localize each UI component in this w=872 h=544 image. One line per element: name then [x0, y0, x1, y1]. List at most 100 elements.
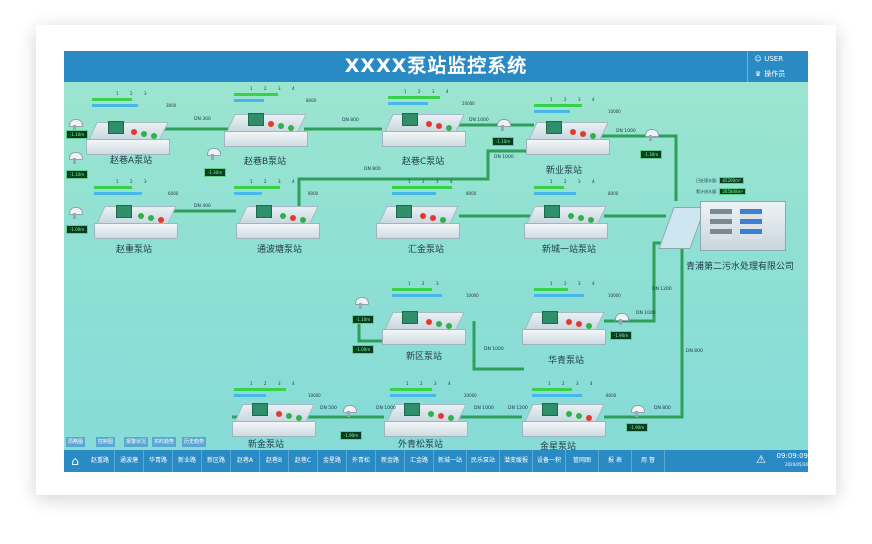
pump-stopped-icon[interactable] [280, 213, 286, 219]
level-sensor-icon[interactable] [354, 297, 369, 309]
level-sensor-icon[interactable] [630, 405, 645, 417]
station-zhaoxiang-c[interactable] [382, 111, 466, 147]
nav-item[interactable]: 汇金路 [405, 450, 434, 472]
sensor-stem [73, 158, 76, 164]
level-sensor-icon[interactable] [68, 207, 83, 219]
station-jinxing[interactable] [522, 401, 606, 437]
pump-stopped-icon[interactable] [286, 413, 292, 419]
view-button[interactable]: 控制图 [96, 437, 116, 447]
nav-item[interactable]: 报 表 [599, 450, 632, 472]
nav-item[interactable]: 赵重路 [86, 450, 115, 472]
user-panel[interactable]: ☺ USER ♛ 操作员 [747, 51, 808, 82]
nav-item[interactable]: 民乐泵站 [467, 450, 500, 472]
pump-running-icon[interactable] [580, 131, 586, 137]
nav-item[interactable]: 赵巷B [260, 450, 289, 472]
nav-item[interactable]: 新金路 [376, 450, 405, 472]
nav-item[interactable]: 潜变缓报 [500, 450, 533, 472]
level-sensor-icon[interactable] [206, 148, 221, 160]
station-xincheng1[interactable] [524, 203, 608, 239]
level-sensor-icon[interactable] [342, 405, 357, 417]
pump-stopped-icon[interactable] [278, 123, 284, 129]
pump-stopped-icon[interactable] [588, 217, 594, 223]
nav-item[interactable]: 赵巷C [289, 450, 318, 472]
pump-stopped-icon[interactable] [151, 133, 157, 139]
user-row[interactable]: ☺ USER [748, 53, 808, 66]
home-icon[interactable]: ⌂ [71, 454, 79, 468]
level-sensor-icon[interactable] [614, 313, 629, 325]
level-sensor-icon[interactable] [496, 119, 511, 131]
pump-stopped-icon[interactable] [148, 215, 154, 221]
station-xinjin[interactable] [232, 401, 316, 437]
pump-running-icon[interactable] [420, 213, 426, 219]
station-xinqu[interactable] [382, 309, 466, 345]
pump-running-icon[interactable] [131, 129, 137, 135]
pump-running-icon[interactable] [430, 215, 436, 221]
pump-stopped-icon[interactable] [446, 125, 452, 131]
pump-stopped-icon[interactable] [586, 323, 592, 329]
nav-item[interactable]: 用 督 [632, 450, 665, 472]
view-button[interactable]: 局略图 [66, 437, 86, 447]
tick-label: 3 [278, 381, 281, 386]
pump-stopped-icon[interactable] [288, 125, 294, 131]
pump-running-icon[interactable] [290, 215, 296, 221]
tick-label: 3 [278, 179, 281, 184]
view-button[interactable]: 实时趋势 [152, 437, 177, 447]
pump-running-icon[interactable] [576, 321, 582, 327]
pump-stopped-icon[interactable] [440, 217, 446, 223]
pump-running-icon[interactable] [426, 319, 432, 325]
range-label: 8000 [308, 191, 319, 196]
pump-running-icon[interactable] [436, 123, 442, 129]
station-waiqingsong[interactable] [384, 401, 468, 437]
pump-stopped-icon[interactable] [566, 411, 572, 417]
level-sensor-icon[interactable] [644, 129, 659, 141]
station-zhaoxiang-b[interactable] [224, 111, 308, 147]
pump-running-icon[interactable] [426, 121, 432, 127]
pump-stopped-icon[interactable] [568, 213, 574, 219]
nav-item[interactable]: 设备一积 [533, 450, 566, 472]
pump-stopped-icon[interactable] [428, 411, 434, 417]
pump-stopped-icon[interactable] [446, 323, 452, 329]
station-zhaoxiang-a[interactable] [86, 119, 170, 155]
pump-stopped-icon[interactable] [138, 213, 144, 219]
pump-stopped-icon[interactable] [296, 415, 302, 421]
level-sensor-icon[interactable] [68, 119, 83, 131]
pump-stopped-icon[interactable] [436, 321, 442, 327]
nav-item[interactable]: 赵巷A [231, 450, 260, 472]
nav-item[interactable]: 新业路 [173, 450, 202, 472]
nav-item[interactable]: 外青松 [347, 450, 376, 472]
station-huaqing[interactable] [522, 309, 606, 345]
nav-item[interactable]: 华青路 [144, 450, 173, 472]
nav-item[interactable]: 金星路 [318, 450, 347, 472]
pump-running-icon[interactable] [276, 411, 282, 417]
pump-stopped-icon[interactable] [578, 215, 584, 221]
alarm-icon[interactable]: ⚠ [756, 453, 766, 466]
station-tongbotang[interactable] [236, 203, 320, 239]
pump-running-icon[interactable] [570, 129, 576, 135]
level-sensor-icon[interactable] [68, 152, 83, 164]
nav-item[interactable]: 新城一站 [434, 450, 467, 472]
pipe-label: DN 1000 [469, 118, 489, 123]
nav-item[interactable]: 管网图 [566, 450, 599, 472]
nav-item[interactable]: 新区路 [202, 450, 231, 472]
treatment-plant[interactable] [658, 201, 786, 253]
station-xinye[interactable] [526, 119, 610, 155]
nav-item[interactable]: 通波塘 [115, 450, 144, 472]
pump-running-icon[interactable] [268, 121, 274, 127]
pump-running-icon[interactable] [158, 217, 164, 223]
pump-stopped-icon[interactable] [448, 415, 454, 421]
station-huijin[interactable] [376, 203, 460, 239]
pump-stopped-icon[interactable] [590, 133, 596, 139]
plant-daily-flow-value: 85200m³ [719, 177, 744, 184]
pump-stopped-icon[interactable] [300, 217, 306, 223]
station-zhaozhong[interactable] [94, 203, 178, 239]
pump-running-icon[interactable] [586, 415, 592, 421]
pump-stopped-icon[interactable] [576, 413, 582, 419]
pump-stopped-icon[interactable] [141, 131, 147, 137]
sensor-stem [501, 125, 504, 131]
pump-running-icon[interactable] [438, 413, 444, 419]
pump-running-icon[interactable] [566, 319, 572, 325]
pipe-xinqu-down [472, 321, 524, 371]
tick-label: 2 [564, 281, 567, 286]
view-button[interactable]: 报警状况 [124, 437, 149, 447]
view-button[interactable]: 历史趋势 [182, 437, 207, 447]
